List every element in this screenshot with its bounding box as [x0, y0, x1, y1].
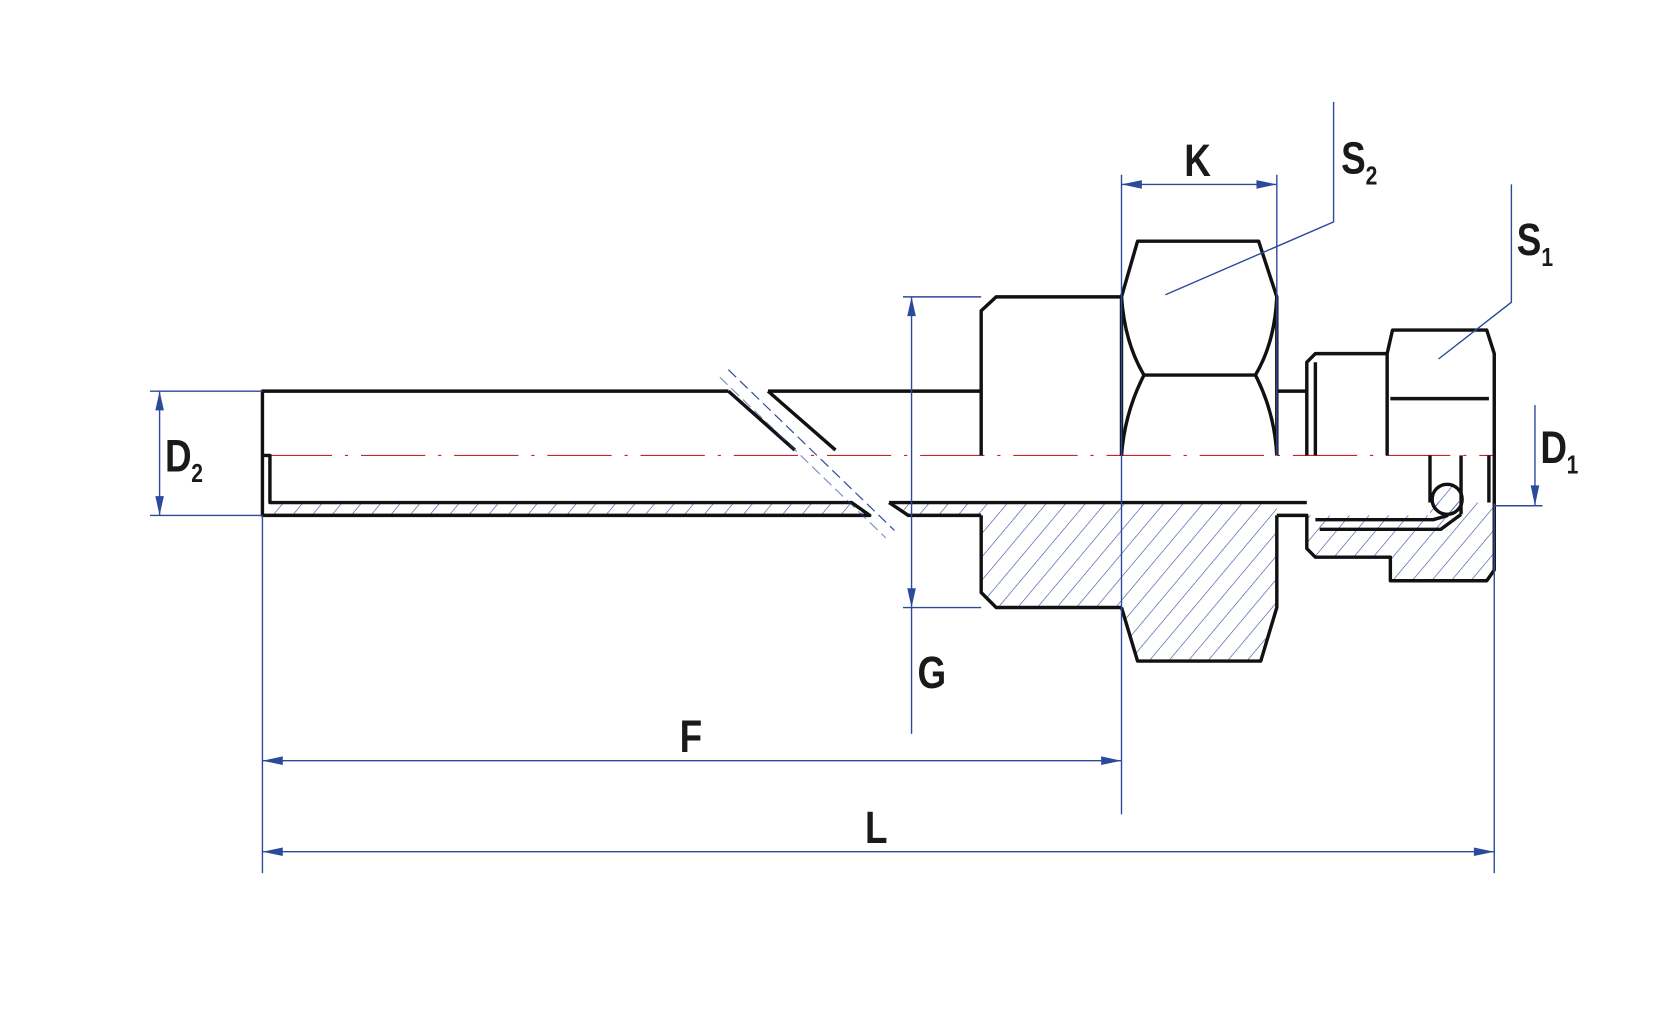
svg-text:1: 1: [1541, 243, 1553, 271]
label-d2: D 2: [165, 431, 203, 488]
thermowell-tube: [260, 369, 1307, 539]
dimension-labels: K S 2 S 1 D 2 D 1 G F L: [165, 133, 1578, 853]
threaded-body: [979, 295, 1122, 610]
svg-text:D: D: [1540, 422, 1567, 472]
hex-nut-s1: [1276, 328, 1496, 583]
label-k: K: [1184, 135, 1211, 185]
svg-text:S: S: [1341, 133, 1366, 183]
section-hatching: [262, 502, 1495, 662]
svg-text:2: 2: [1366, 161, 1378, 189]
label-d1: D 1: [1540, 422, 1578, 479]
svg-text:1: 1: [1567, 451, 1579, 479]
svg-text:S: S: [1517, 215, 1542, 265]
dimension-lines: [149, 101, 1543, 874]
svg-text:D: D: [165, 431, 192, 481]
label-s1: S 1: [1517, 215, 1553, 272]
label-s2: S 2: [1341, 133, 1377, 190]
svg-text:2: 2: [191, 459, 203, 487]
label-f: F: [680, 712, 703, 762]
label-l: L: [865, 803, 888, 853]
label-g: G: [918, 647, 947, 697]
